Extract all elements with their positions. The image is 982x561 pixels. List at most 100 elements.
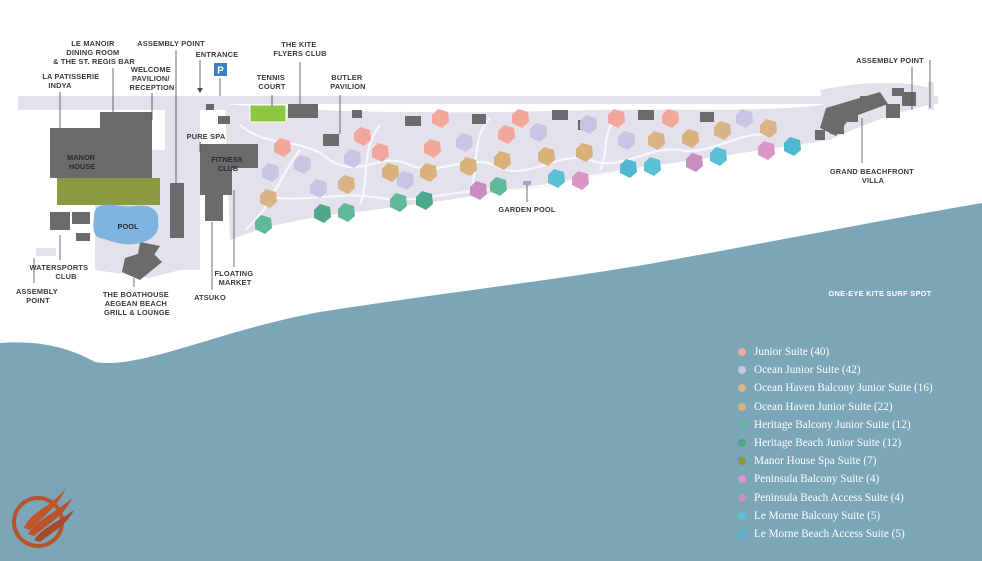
suite-marker [548, 169, 565, 188]
pool-water [93, 204, 159, 245]
garden-pool-label: GARDEN POOL [498, 205, 556, 214]
parking-symbol: P [217, 66, 224, 77]
legend-label: Heritage Beach Junior Suite (12) [754, 437, 902, 450]
suite-marker [460, 157, 477, 176]
atsuko-label: ATSUKO [194, 293, 226, 302]
suite-marker [338, 175, 355, 194]
assembly-point-right-label: ASSEMBLY POINT [856, 56, 924, 65]
legend-item: Le Morne Balcony Suite (5) [738, 507, 978, 525]
parking-icon [214, 63, 227, 76]
suite-marker [494, 151, 511, 170]
suite-marker [760, 119, 777, 138]
legend-swatch [738, 511, 746, 520]
la-patisserie-label: LA PATISSERIE INDYA [42, 72, 101, 90]
suite-marker [420, 163, 437, 182]
legend-swatch [738, 348, 746, 357]
suite-marker [397, 171, 414, 190]
suite-marker [662, 109, 679, 128]
suite-marker [580, 115, 597, 134]
legend-item: Le Morne Beach Access Suite (5) [738, 525, 978, 543]
floating-market-label: FLOATING MARKET [214, 269, 255, 287]
suite-marker [714, 121, 731, 140]
suite-marker [310, 179, 327, 198]
suite-marker [382, 163, 399, 182]
legend-label: Ocean Junior Suite (42) [754, 364, 861, 377]
watersports-label: WATERSPORTS CLUB [30, 263, 91, 281]
boathouse-label: THE BOATHOUSE AEGEAN BEACH GRILL & LOUNG… [103, 290, 171, 317]
legend-label: Le Morne Beach Access Suite (5) [754, 527, 905, 540]
entrance-label: ENTRANCE [196, 50, 239, 59]
legend-swatch [738, 439, 746, 448]
pool-label: POOL [118, 222, 139, 231]
fitness-club-building [200, 144, 258, 195]
legend-item: Heritage Balcony Junior Suite (12) [738, 416, 978, 434]
manor-house-label: MANOR HOUSE [67, 153, 97, 171]
suite-marker [354, 127, 371, 146]
tennis-court-label: TENNIS COURT [257, 73, 288, 91]
suite-marker [648, 131, 665, 150]
map-labels: LE MANOIR DINING ROOM & THE ST. REGIS BA… [16, 39, 931, 317]
suite-markers [255, 109, 801, 234]
suite-marker [372, 143, 389, 162]
suite-marker [338, 203, 355, 222]
suite-marker [620, 159, 637, 178]
suite-marker [416, 191, 433, 210]
kite-surf-label: ONE-EYE KITE SURF SPOT [828, 289, 931, 298]
suite-marker [490, 177, 507, 196]
kite-flyers-label: THE KITE FLYERS CLUB [273, 40, 326, 58]
legend-item: Junior Suite (40) [738, 343, 978, 361]
leader-lines [33, 50, 931, 290]
suite-marker [255, 215, 272, 234]
legend-item: Ocean Junior Suite (42) [738, 361, 978, 379]
legend-swatch [738, 384, 746, 393]
suite-marker [736, 109, 753, 128]
assembly-point-top-label: ASSEMBLY POINT [137, 39, 205, 48]
suite-marker [432, 109, 449, 128]
legend-item: Peninsula Beach Access Suite (4) [738, 489, 978, 507]
manor-lawn [57, 178, 160, 205]
legend-label: Manor House Spa Suite (7) [754, 455, 877, 468]
suite-marker [274, 138, 291, 157]
suite-marker [710, 147, 727, 166]
suite-marker [260, 189, 277, 208]
tennis-court [249, 104, 287, 123]
legend: Junior Suite (40) Ocean Junior Suite (42)… [738, 343, 978, 543]
legend-swatch [738, 457, 746, 466]
st-regis-logo [12, 488, 74, 548]
legend-label: Ocean Haven Balcony Junior Suite (16) [754, 382, 933, 395]
suite-marker [456, 133, 473, 152]
suite-marker [498, 125, 515, 144]
suite-marker [618, 131, 635, 150]
legend-label: Peninsula Balcony Suite (4) [754, 473, 880, 486]
legend-item: Heritage Beach Junior Suite (12) [738, 434, 978, 452]
welcome-pavilion-label: WELCOME PAVILION/ RECEPTION [130, 65, 175, 92]
legend-swatch [738, 493, 746, 502]
suite-marker [784, 137, 801, 156]
buildings [50, 88, 916, 280]
suite-marker [758, 141, 775, 160]
suite-marker [530, 123, 547, 142]
suite-marker [682, 129, 699, 148]
legend-label: Heritage Balcony Junior Suite (12) [754, 418, 911, 431]
suite-marker [262, 163, 279, 182]
suite-marker [512, 109, 529, 128]
legend-item: Peninsula Balcony Suite (4) [738, 470, 978, 488]
fitness-club-label: FITNESS CLUB [211, 155, 244, 173]
suite-marker [686, 153, 703, 172]
suite-marker [314, 204, 331, 223]
le-manoir-label: LE MANOIR DINING ROOM & THE ST. REGIS BA… [53, 39, 135, 66]
grand-beachfront-label: GRAND BEACHFRONT VILLA [830, 167, 916, 185]
suite-marker [608, 109, 625, 128]
manor-house-building [50, 112, 152, 178]
suite-marker [390, 193, 407, 212]
legend-swatch [738, 475, 746, 484]
legend-swatch [738, 366, 746, 375]
suite-marker [470, 181, 487, 200]
legend-item: Ocean Haven Junior Suite (22) [738, 398, 978, 416]
legend-label: Le Morne Balcony Suite (5) [754, 509, 881, 522]
suite-marker [644, 157, 661, 176]
legend-item: Manor House Spa Suite (7) [738, 452, 978, 470]
legend-swatch [738, 402, 746, 411]
suite-marker [344, 149, 361, 168]
